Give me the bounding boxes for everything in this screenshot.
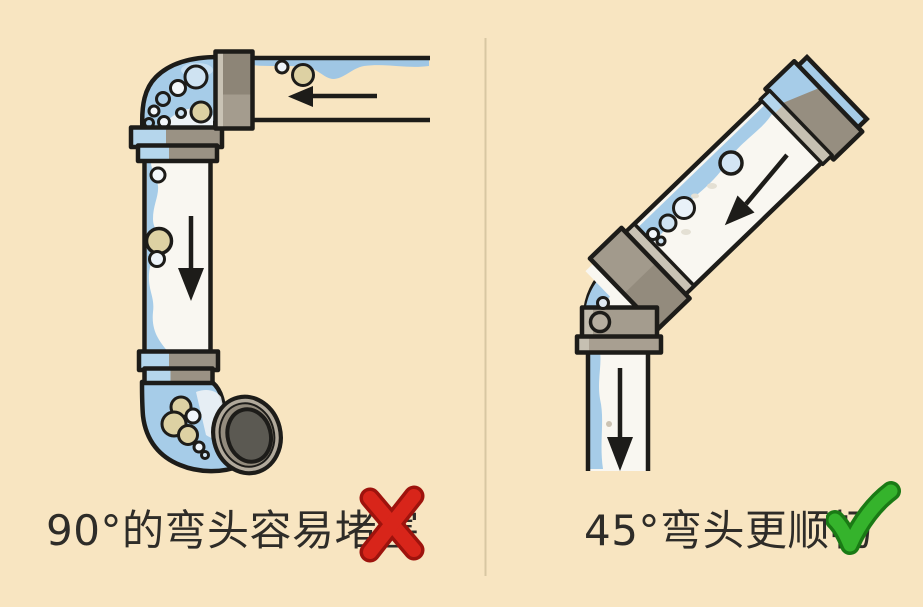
- elbow-90-degree: [139, 54, 221, 134]
- horizontal-pipe: [246, 55, 430, 123]
- vertical-pipe-coupling: [128, 125, 225, 164]
- vertical-pipe: [142, 142, 213, 361]
- clog-bubbles: [160, 395, 210, 460]
- horizontal-pipe-coupling: [213, 49, 255, 131]
- check-icon: [826, 481, 901, 555]
- water-specks: [681, 183, 717, 235]
- arrow-left-icon: [288, 86, 377, 107]
- x-icon: [359, 485, 425, 563]
- arrow-diagonal-down-left-icon: [724, 153, 789, 226]
- arrow-down-icon: [178, 216, 204, 301]
- elbow-joint-coupling: [574, 305, 664, 355]
- diagonal-pipe: [585, 54, 870, 335]
- left-caption: 90°的弯头容易堵塞: [46, 506, 420, 555]
- end-cap: [758, 58, 865, 166]
- pipe-bubbles: [144, 166, 174, 268]
- bottom-elbow-coupling: [136, 349, 221, 386]
- arrow-down-icon: [607, 368, 633, 471]
- right-pipe-45-degree-illustration: [574, 54, 870, 471]
- pipe-bubbles: [588, 150, 744, 334]
- left-pipe-90-degree-illustration: [128, 49, 430, 476]
- diagonal-coupling: [587, 222, 696, 332]
- pipe-mouth: [211, 394, 283, 476]
- right-caption: 45°弯头更顺畅: [584, 506, 873, 555]
